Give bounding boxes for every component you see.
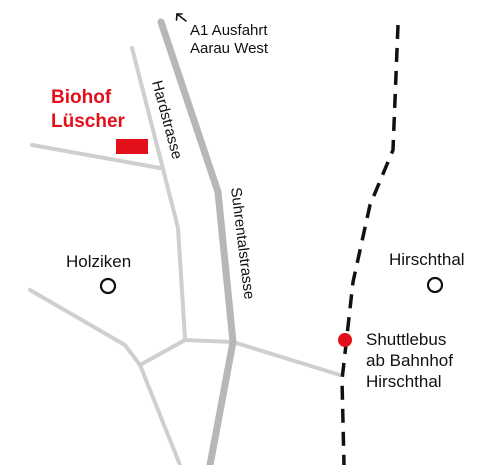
road-west-lower (28, 288, 182, 465)
hirschthal-label: Hirschthal (389, 250, 465, 269)
shuttle-label-line3: Hirschthal (366, 372, 442, 391)
farm-label-line2: Lüscher (51, 111, 126, 132)
holziken-label: Holziken (66, 252, 131, 271)
circle-outline-icon (426, 276, 444, 294)
minor-roads (28, 46, 342, 465)
suhrentalstrasse-label: Suhrentalstrasse (227, 186, 258, 300)
red-dot-icon (338, 333, 352, 347)
hardstrasse-label: Hardstrasse (148, 79, 185, 162)
circle-outline-icon (99, 277, 117, 295)
road-east-link (231, 340, 342, 377)
farm-label-line1: Biohof (51, 87, 112, 108)
shuttle-label-line2: ab Bahnhof (366, 351, 453, 370)
railway-line (340, 24, 400, 465)
road-hardstrasse (130, 46, 187, 340)
road-suhrentalstrasse (157, 18, 237, 465)
road-west-farm (30, 143, 162, 170)
farm-marker-icon (116, 139, 148, 154)
road-centre-link (138, 338, 235, 367)
exit-label-line1: A1 Ausfahrt (190, 22, 268, 39)
arrow-up-left-icon (175, 13, 187, 22)
exit-label-line2: Aarau West (190, 40, 269, 57)
shuttle-label-line1: Shuttlebus (366, 330, 446, 349)
